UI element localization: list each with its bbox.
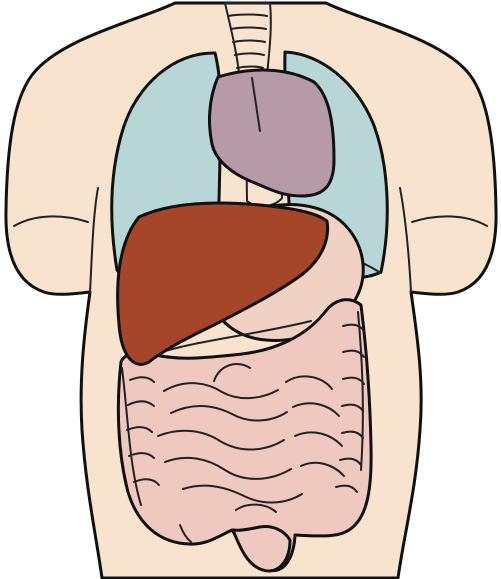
anatomy-diagram xyxy=(0,0,501,579)
torso-illustration xyxy=(0,0,501,579)
